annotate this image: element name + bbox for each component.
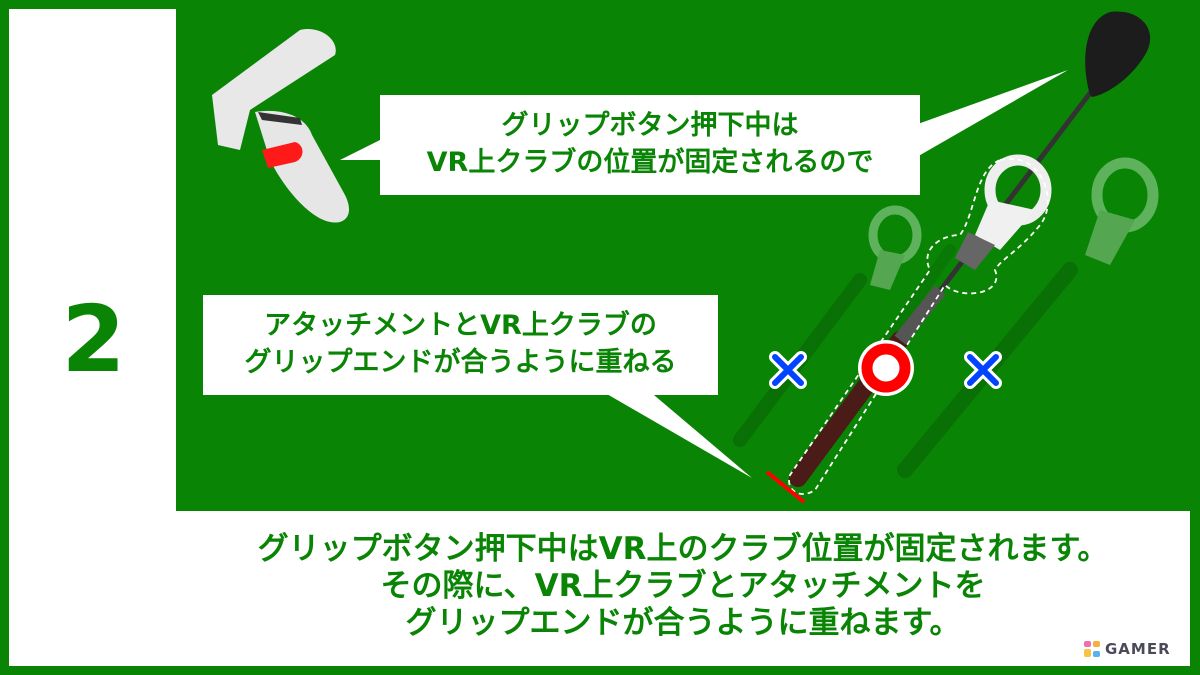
callout-middle-line1: アタッチメントとVR上クラブの bbox=[264, 310, 657, 341]
callout-middle-line2: グリップエンドが合うように重ねる bbox=[244, 347, 677, 378]
club-head-icon bbox=[1085, 11, 1151, 97]
callout-top-line1: グリップボタン押下中は bbox=[501, 110, 799, 141]
highlight-outline bbox=[788, 157, 1049, 495]
callout-top: グリップボタン押下中は VR上クラブの位置が固定されるので bbox=[380, 95, 920, 195]
grip-button-highlight bbox=[262, 142, 303, 168]
cross-wrong-icon-left bbox=[769, 351, 807, 389]
bubble-tail-right bbox=[915, 70, 1068, 158]
gamer-watermark: GAMER bbox=[1083, 640, 1171, 658]
bubble-tail-bottom bbox=[600, 390, 752, 478]
gamer-logo-text: GAMER bbox=[1105, 640, 1171, 658]
circle-correct-icon bbox=[858, 340, 914, 396]
callout-top-line2: VR上クラブの位置が固定されるので bbox=[426, 147, 874, 178]
ghost-controller-right-icon bbox=[1085, 157, 1159, 265]
cross-wrong-icon-right bbox=[964, 351, 1002, 389]
caption-line2: その際に、VR上クラブとアタッチメントを bbox=[380, 568, 986, 604]
step-panel: 2 bbox=[9, 9, 176, 666]
ghost-controller-left-icon bbox=[868, 205, 922, 290]
caption-text: グリップボタン押下中はVR上のクラブ位置が固定されます。 その際に、VR上クラブ… bbox=[176, 531, 1190, 642]
grip-end-line bbox=[765, 470, 806, 504]
caption-line1: グリップボタン押下中はVR上のクラブ位置が固定されます。 bbox=[257, 531, 1109, 567]
step-number: 2 bbox=[61, 286, 125, 393]
bubble-tail-left bbox=[340, 140, 380, 160]
vr-controller-icon bbox=[212, 29, 350, 223]
callout-middle: アタッチメントとVR上クラブの グリップエンドが合うように重ねる bbox=[203, 295, 718, 395]
caption-box: グリップボタン押下中はVR上のクラブ位置が固定されます。 その際に、VR上クラブ… bbox=[176, 511, 1190, 666]
gamer-logo-icon bbox=[1084, 641, 1100, 657]
caption-line3: グリップエンドが合うように重ねます。 bbox=[405, 605, 961, 641]
mounted-controller-icon bbox=[955, 154, 1052, 270]
